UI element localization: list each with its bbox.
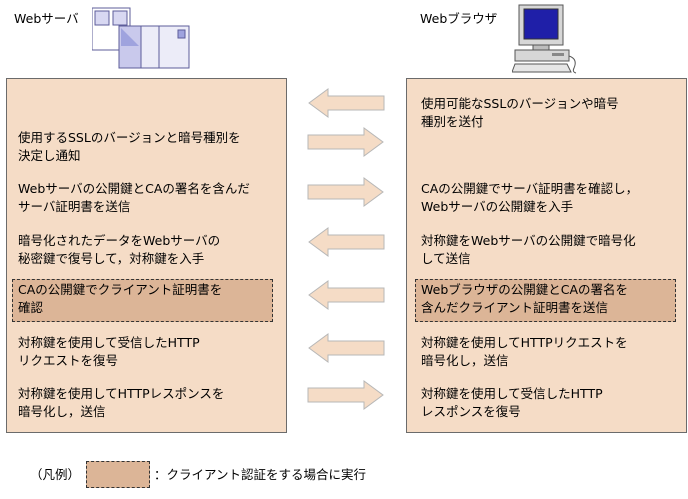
client-auth-highlight-browser xyxy=(415,279,676,322)
arrow-7 xyxy=(307,380,384,410)
arrow-right-shape xyxy=(307,380,384,410)
server-step-3: 暗号化されたデータをWebサーバの秘密鍵で復号して，対称鍵を入手 xyxy=(18,233,221,266)
arrow-6 xyxy=(308,333,385,363)
web-server-panel xyxy=(6,78,287,433)
arrow-right-shape xyxy=(307,127,384,157)
browser-step-2: CAの公開鍵でサーバ証明書を確認し，Webサーバの公開鍵を入手 xyxy=(421,181,639,214)
web-browser-title: Webブラウザ xyxy=(420,11,498,26)
browser-step-5: 対称鍵を使用してHTTPリクエストを暗号化し，送信 xyxy=(421,335,628,368)
browser-step-4: Webブラウザの公開鍵とCAの署名を含んだクライアント証明書を送信 xyxy=(421,282,629,315)
legend-prefix: （凡例） xyxy=(30,467,81,482)
arrow-left-shape xyxy=(308,280,385,310)
arrow-4 xyxy=(308,227,385,257)
server-step-1: 使用するSSLのバージョンと暗号種別を決定し通知 xyxy=(18,130,241,163)
server-icon xyxy=(92,7,190,69)
web-browser-panel xyxy=(406,78,687,433)
arrow-left-shape xyxy=(308,227,385,257)
browser-step-1: 使用可能なSSLのバージョンや暗号種別を送付 xyxy=(421,96,619,129)
computer-icon xyxy=(512,4,577,74)
server-step-4: CAの公開鍵でクライアント証明書を確認 xyxy=(18,282,223,315)
arrow-left-shape xyxy=(308,333,385,363)
client-auth-highlight-server xyxy=(12,279,273,322)
legend-description: ：クライアント認証をする場合に実行 xyxy=(154,467,367,482)
arrow-left-shape xyxy=(308,88,385,118)
arrow-2 xyxy=(307,127,384,157)
server-step-2: Webサーバの公開鍵とCAの署名を含んだサーバ証明書を送信 xyxy=(18,181,250,214)
arrow-3 xyxy=(307,177,384,207)
web-server-title: Webサーバ xyxy=(14,11,79,26)
arrow-5 xyxy=(308,280,385,310)
legend-swatch xyxy=(86,461,150,488)
browser-step-3: 対称鍵をWebサーバの公開鍵で暗号化して送信 xyxy=(421,233,636,266)
arrow-1 xyxy=(308,88,385,118)
arrow-right-shape xyxy=(307,177,384,207)
server-step-6: 対称鍵を使用してHTTPレスポンスを暗号化し，送信 xyxy=(18,386,225,419)
